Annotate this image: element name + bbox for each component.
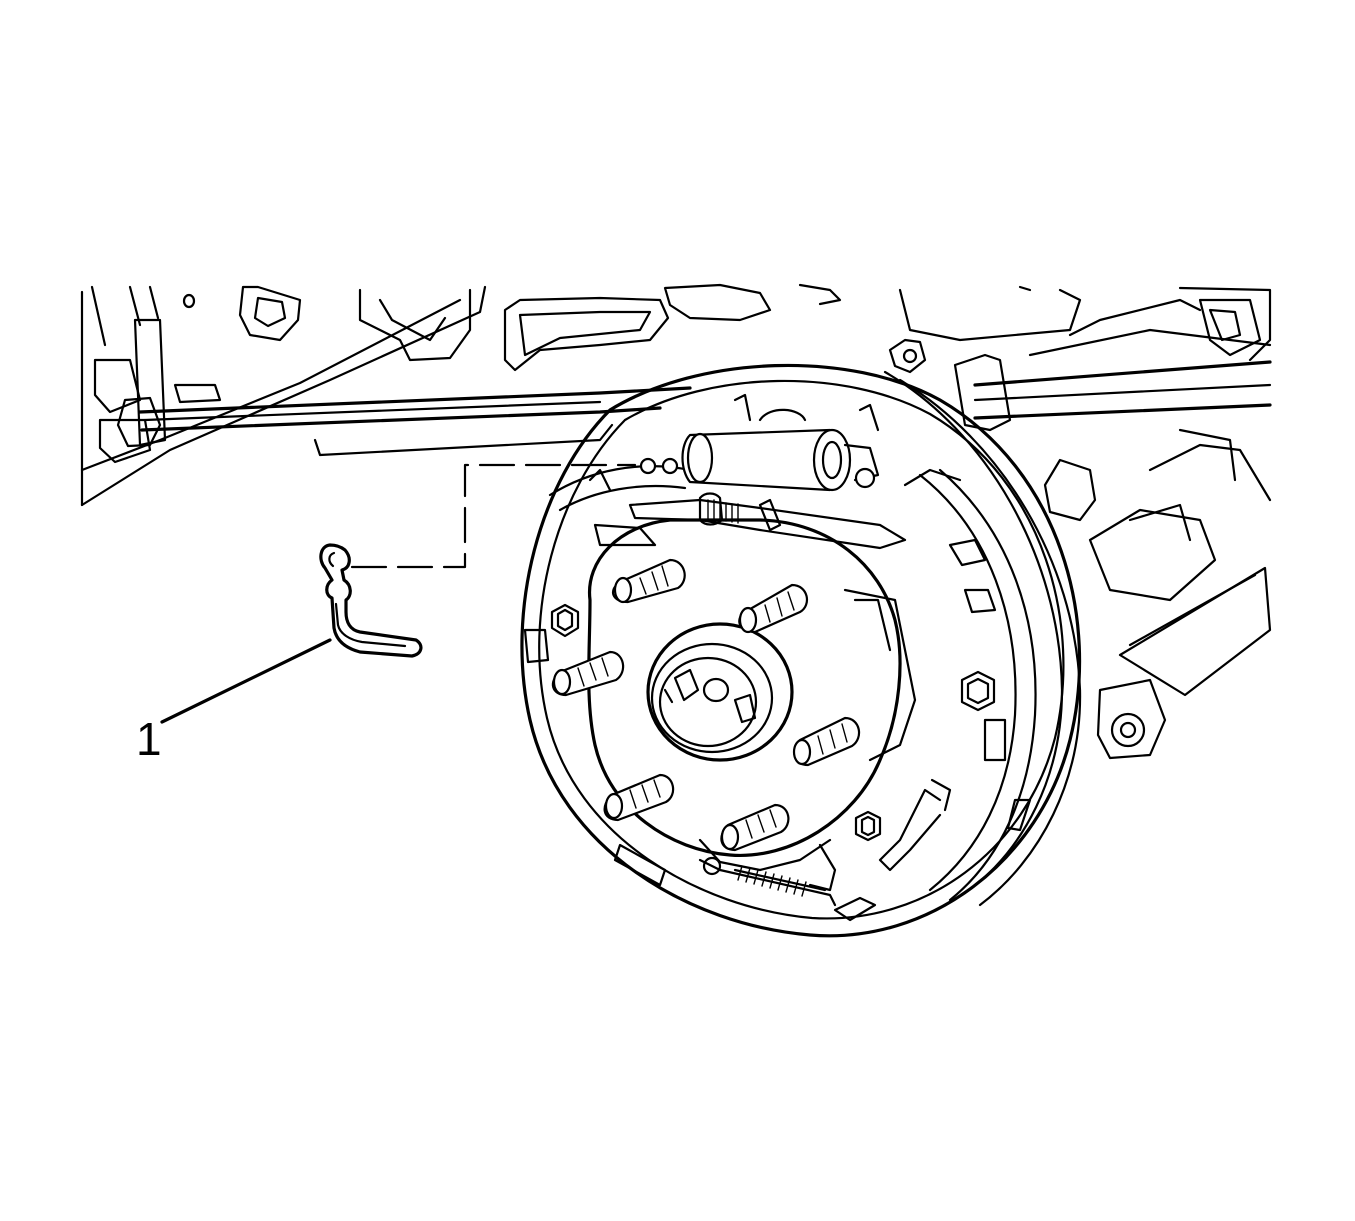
installation-leader [350, 463, 637, 569]
lug-stud [603, 773, 675, 822]
callout-1: 1 [136, 638, 332, 765]
brake-backing-plate [520, 363, 1082, 938]
hub-center [646, 622, 794, 762]
lug-stud [738, 583, 809, 634]
lug-stud [792, 716, 861, 767]
lug-stud [720, 803, 790, 852]
hub-flange [587, 518, 917, 892]
lug-stud [551, 650, 625, 697]
vehicle-underbody [80, 283, 1272, 760]
lug-stud [611, 558, 686, 604]
brake-shoes [523, 465, 1037, 922]
callout-leader-line [160, 638, 332, 724]
part-1-clip [319, 543, 423, 658]
bolt [960, 670, 996, 712]
lower-return-spring [698, 856, 837, 907]
callout-label: 1 [136, 713, 162, 765]
wheel-cylinder [639, 393, 880, 492]
bolt [550, 603, 580, 638]
lug-studs [551, 558, 861, 852]
bolt [854, 810, 882, 842]
backing-plate-bolts [550, 603, 996, 842]
